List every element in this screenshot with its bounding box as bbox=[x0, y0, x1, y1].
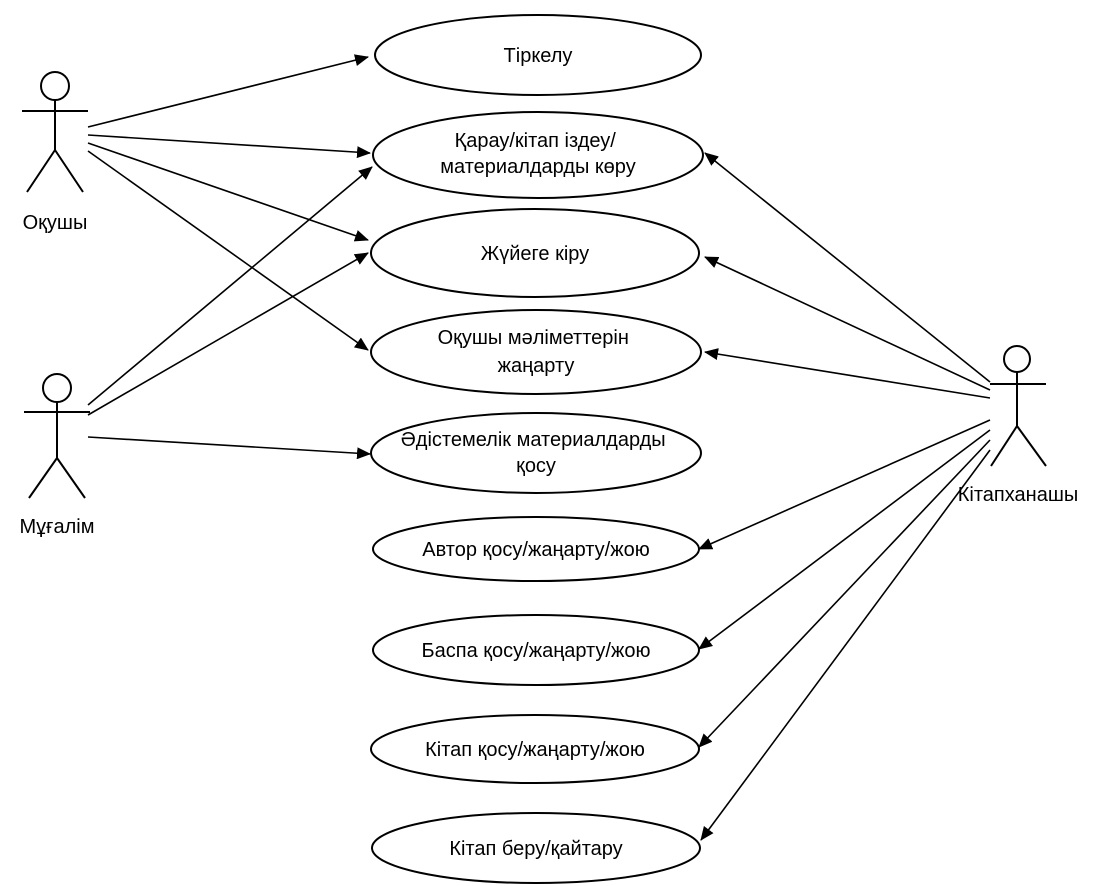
actor-librarian-label: Кітапханашы bbox=[958, 484, 1078, 506]
use-case-author-crud-label: Автор қосу/жаңарту/жою bbox=[422, 539, 650, 561]
actor-teacher-label: Мұғалім bbox=[20, 516, 95, 538]
assoc-student-browse bbox=[87, 134, 371, 159]
use-case-book-crud-label: Кітап қосу/жаңарту/жою bbox=[425, 739, 645, 761]
assoc-librarian-lend bbox=[700, 449, 991, 841]
assoc-librarian-book bbox=[698, 439, 991, 748]
use-case-publisher-crud-label: Баспа қосу/жаңарту/жою bbox=[422, 640, 651, 662]
use-case-browse: Қарау/кітап іздеу/ материалдарды көру bbox=[372, 111, 704, 199]
assoc-librarian-browse bbox=[704, 152, 991, 383]
use-case-update-student-label: Оқушы мәліметтерін жаңарту bbox=[438, 327, 635, 377]
stick-figure-icon bbox=[990, 345, 1047, 467]
assoc-librarian-update bbox=[704, 348, 991, 399]
actor-student-label: Оқушы bbox=[23, 212, 88, 234]
assoc-teacher-login bbox=[87, 252, 369, 416]
use-case-add-methodical-label: Әдістемелік материалдарды қосу bbox=[401, 429, 672, 477]
stick-figure-icon bbox=[22, 71, 88, 193]
use-case-book-crud: Кітап қосу/жаңарту/жою bbox=[370, 714, 700, 784]
use-case-author-crud: Автор қосу/жаңарту/жою bbox=[372, 516, 700, 582]
use-case-login: Жүйеге кіру bbox=[370, 208, 700, 298]
assoc-teacher-browse bbox=[87, 166, 373, 406]
stick-figure-icon bbox=[24, 373, 90, 499]
assoc-librarian-author bbox=[698, 419, 991, 550]
actor-librarian: Кітапханашы bbox=[958, 345, 1078, 506]
associations bbox=[87, 54, 991, 841]
use-case-browse-label: Қарау/кітап іздеу/ материалдарды көру bbox=[440, 130, 635, 178]
use-case-lend-return-label: Кітап беру/қайтару bbox=[449, 838, 622, 860]
actor-teacher: Мұғалім bbox=[20, 373, 95, 538]
assoc-student-register bbox=[87, 54, 369, 128]
use-case-lend-return: Кітап беру/қайтару bbox=[371, 812, 701, 884]
assoc-librarian-publisher bbox=[698, 429, 991, 650]
assoc-student-login bbox=[87, 142, 369, 242]
use-case-update-student: Оқушы мәліметтерін жаңарту bbox=[370, 309, 702, 395]
assoc-librarian-login bbox=[704, 256, 991, 391]
assoc-student-update bbox=[87, 150, 369, 351]
use-case-add-methodical: Әдістемелік материалдарды қосу bbox=[370, 412, 702, 494]
use-case-publisher-crud: Баспа қосу/жаңарту/жою bbox=[372, 614, 700, 686]
use-case-register-label: Тіркелу bbox=[504, 45, 573, 67]
actor-student: Оқушы bbox=[22, 71, 88, 234]
assoc-teacher-methodical bbox=[87, 436, 371, 460]
use-case-register: Тіркелу bbox=[374, 14, 702, 96]
use-case-login-label: Жүйеге кіру bbox=[481, 243, 589, 265]
